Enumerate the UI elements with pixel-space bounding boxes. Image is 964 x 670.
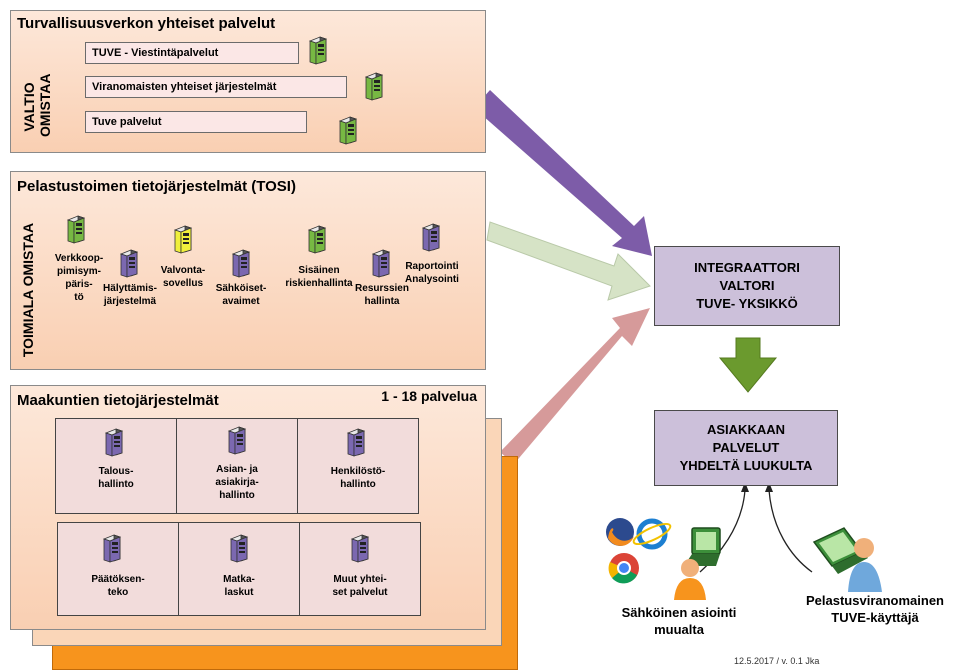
rescue-owner-label: TOIMIALA OMISTAA [20,222,36,358]
state-panel: Turvallisuusverkon yhteiset palvelut VAL… [10,10,486,153]
service-tuve: Tuve palvelut [85,111,307,133]
server-purple-icon [421,222,441,252]
region-documents-label: Asian- ja asiakirja- hallinto [215,464,259,501]
system-alarm-label: Hälyttämis- järjestelmä [103,283,157,307]
internet-explorer-icon [632,518,672,550]
customer-services-box: ASIAKKAAN PALVELUT YHDELTÄ LUUKULTA [654,410,838,486]
firefox-icon [606,518,634,546]
customer-line-3: YHDELTÄ LUUKULTA [679,458,813,473]
regions-count: 1 - 18 palvelua [381,388,477,404]
electronic-user-label: Sähköinen asiointi muualta [621,605,737,637]
version-footer: 12.5.2017 / v. 0.1 Jka [734,656,820,666]
state-owner-label: VALTIO OMISTAA [21,73,53,137]
region-decisions-label: Päätöksen- teko [91,574,145,598]
server-purple-icon [231,248,251,278]
server-purple-icon [119,248,139,278]
region-hr-label: Henkilöstö- hallinto [330,466,386,490]
arrow-state-to-integrator [474,90,652,256]
arrow-integrator-to-customer [718,337,778,393]
rescue-user-label: Pelastusviranomainen TUVE-käyttäjä [806,593,944,625]
server-green-icon [307,224,327,254]
system-monitoring-label: Valvonta- sovellus [160,265,206,289]
server-purple-icon [346,427,366,457]
integrator-line-1: INTEGRAATTORI [694,260,800,275]
rescue-panel-title: Pelastustoimen tietojärjestelmät (TOSI) [17,178,296,195]
arrow-electronic-to-customer [699,489,746,573]
arrow-rescue-user-to-customer [768,489,813,573]
rescue-user-icon [812,527,882,592]
state-panel-title: Turvallisuusverkon yhteiset palvelut [17,15,276,32]
server-yellow-icon [173,224,193,254]
system-risk-label: Sisäinen riskienhallinta [285,265,353,289]
chrome-icon [608,553,639,584]
integrator-line-2: VALTORI [719,278,775,293]
arrow-regions-to-integrator [500,308,650,464]
electronic-user-icon [674,527,721,600]
server-purple-icon [371,248,391,278]
region-cell-finance: Talous- hallinto [55,418,177,514]
server-purple-icon [350,533,370,563]
browser-icons [606,518,672,584]
system-resource-label: Resurssien hallinta [355,283,409,307]
region-cell-decisions: Päätöksen- teko [57,522,179,616]
server-green-icon [308,35,328,65]
integrator-line-3: TUVE- YKSIKKÖ [696,296,798,311]
server-purple-icon [104,427,124,457]
server-purple-icon [227,425,247,455]
region-other-label: Muut yhtei- set palvelut [332,574,388,598]
server-green-icon [364,71,384,101]
system-report-label: Raportointi Analysointi [405,261,459,285]
system-network-label: Verkkoop- pimisym- päris- tö [54,253,104,303]
service-authority-systems: Viranomaisten yhteiset järjestelmät [85,76,347,98]
customer-line-1: ASIAKKAAN [707,422,785,437]
service-tuve-messaging: TUVE - Viestintäpalvelut [85,42,299,64]
server-purple-icon [102,533,122,563]
region-finance-label: Talous- hallinto [98,466,134,490]
server-green-icon [66,214,86,244]
region-cell-other: Muut yhtei- set palvelut [299,522,421,616]
region-travel-label: Matka- laskut [223,574,255,598]
integrator-box: INTEGRAATTORI VALTORI TUVE- YKSIKKÖ [654,246,840,326]
rescue-panel: Pelastustoimen tietojärjestelmät (TOSI) … [10,171,486,370]
customer-line-2: PALVELUT [712,440,780,455]
region-cell-travel: Matka- laskut [178,522,300,616]
region-cell-hr: Henkilöstö- hallinto [297,418,419,514]
region-cell-documents: Asian- ja asiakirja- hallinto [176,418,298,514]
arrow-rescue-to-integrator [486,221,651,301]
regions-panel-title: Maakuntien tietojärjestelmät [17,392,219,409]
system-ekeys-label: Sähköiset- avaimet [215,283,267,307]
server-purple-icon [229,533,249,563]
regions-panel: Maakuntien tietojärjestelmät 1 - 18 palv… [10,385,486,630]
server-green-icon [338,115,358,145]
